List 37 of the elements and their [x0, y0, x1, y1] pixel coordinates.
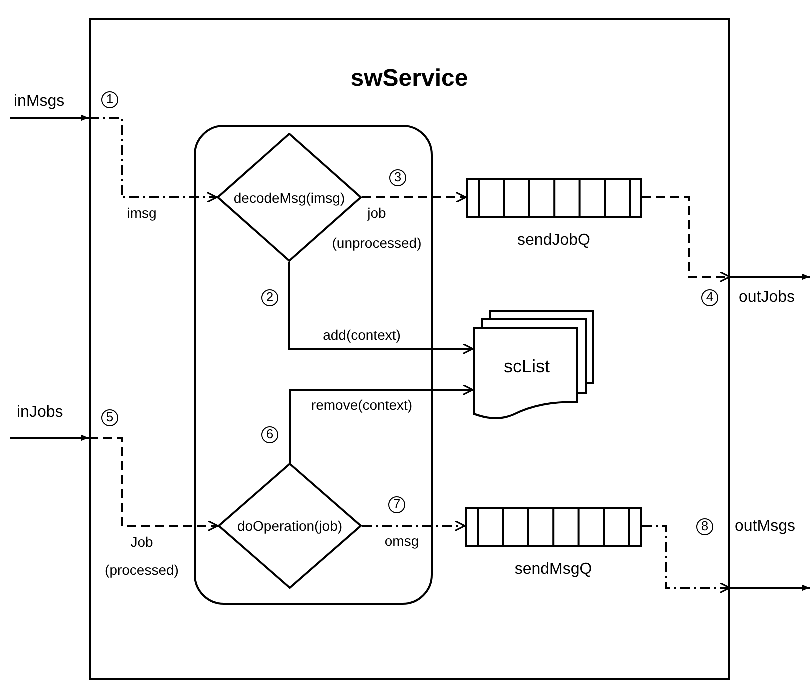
- arrow: [10, 434, 89, 442]
- arrow: [642, 525, 731, 594]
- arrow: [362, 520, 466, 532]
- arrow: [362, 192, 467, 204]
- operation-label: doOperation(job): [237, 518, 343, 534]
- callout-number: 8: [696, 518, 714, 536]
- edge-label: imsg: [125, 205, 159, 221]
- callout-number: 3: [390, 170, 406, 186]
- callout-number: 1: [102, 92, 118, 108]
- callout-number: 7: [388, 496, 406, 514]
- queue-label: sendJobQ: [518, 232, 590, 250]
- arrow: [89, 117, 218, 204]
- arrow: [642, 196, 731, 283]
- arrow: [89, 437, 219, 532]
- note-text: (unprocessed): [332, 235, 422, 251]
- edge-label: remove(context): [309, 397, 415, 413]
- edge-label: outMsgs: [733, 518, 798, 536]
- callout-number: 2: [262, 290, 278, 306]
- arrow: [10, 114, 89, 122]
- note-text: (processed): [105, 562, 179, 578]
- service-title: swService: [350, 65, 468, 93]
- callout-number: 6: [262, 426, 278, 444]
- list-label: scList: [504, 356, 550, 378]
- edge-label: job: [366, 205, 388, 221]
- edge-label: inMsgs: [12, 93, 67, 111]
- process-group: [194, 125, 433, 605]
- callout-number: 4: [702, 290, 718, 306]
- edge-label: Job: [128, 534, 156, 550]
- operation-label: decodeMsg(imsg): [234, 190, 346, 206]
- arrow: [288, 262, 474, 355]
- edge-label: add(context): [321, 327, 403, 343]
- arrow: [289, 384, 474, 463]
- arrow: [730, 584, 810, 592]
- service-boundary: [89, 18, 730, 680]
- arrow: [730, 274, 810, 280]
- queue-label: sendMsgQ: [514, 561, 592, 579]
- callout-number: 5: [102, 410, 118, 426]
